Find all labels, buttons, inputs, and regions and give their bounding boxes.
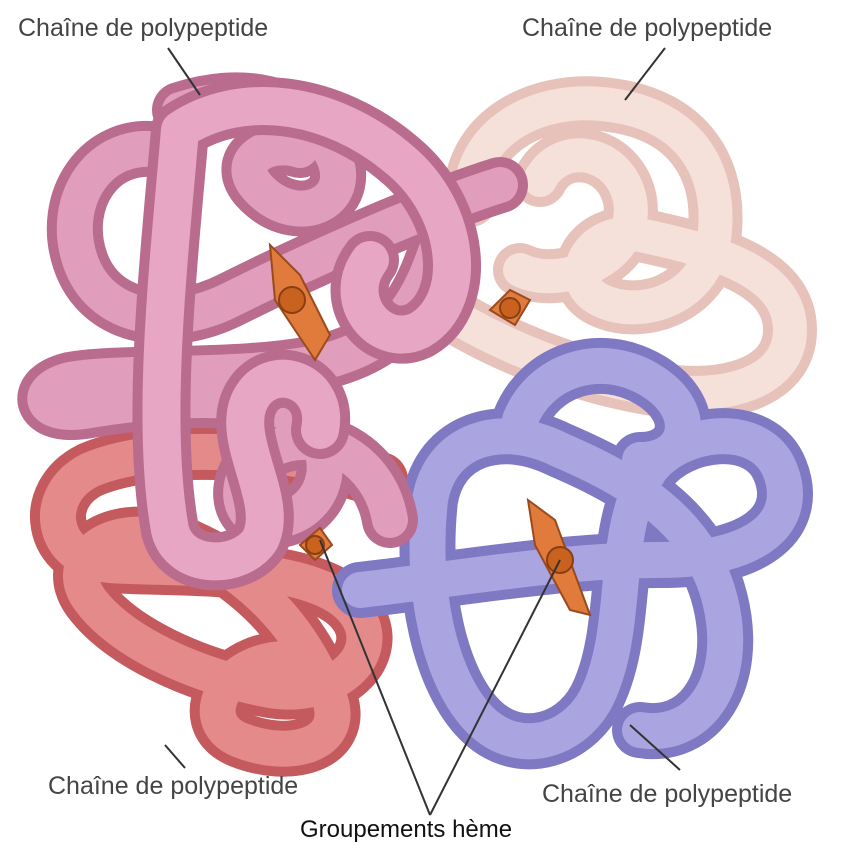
label-chain-top-right: Chaîne de polypeptide: [522, 14, 772, 43]
leader-line-bottom-left: [165, 745, 185, 768]
label-chain-bottom-left: Chaîne de polypeptide: [48, 772, 298, 801]
label-chain-top-left: Chaîne de polypeptide: [18, 14, 268, 43]
chain-bottom-right: [360, 366, 785, 741]
label-chain-bottom-right: Chaîne de polypeptide: [542, 780, 792, 809]
label-heme-groups: Groupements hème: [300, 816, 512, 844]
